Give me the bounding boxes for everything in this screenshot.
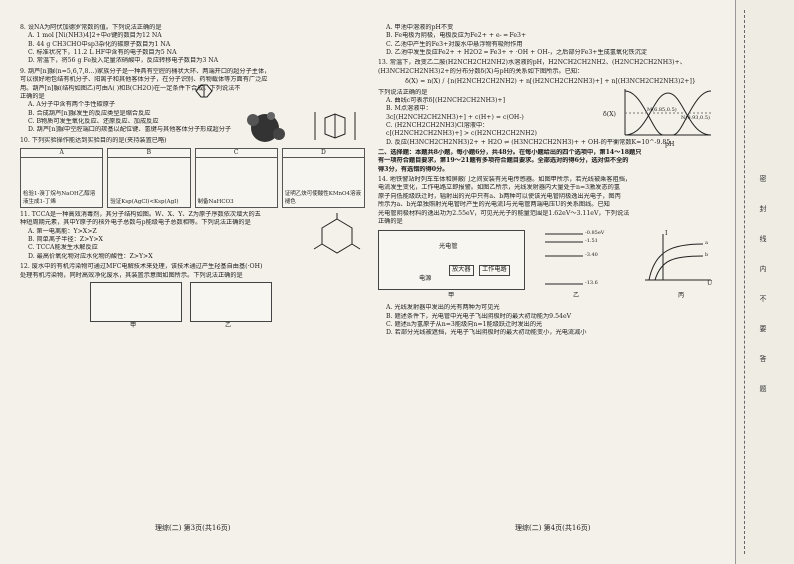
- option-c: C. B物质可发生氧化反应、还原反应、加成反应: [28, 117, 159, 125]
- question-11: 11. TCCA是一种高效消毒剂，其分子结构如图。W、X、Y、Z为原子序数依次增…: [20, 211, 365, 261]
- option-c-detail: c[(H2NCH2CH2NH3)+] > c(H2NCH2CH2NH2): [386, 130, 537, 138]
- question-stem: 14. 地铁警站时列车车体和屏蔽门之间安装有光电传感器。如图甲所示，若光线被乘客…: [378, 176, 632, 184]
- question-stem: 处理有机污染物，同时高效净化废水，其装置示意图如图所示。下列说法正确的是: [20, 271, 243, 279]
- question-stem: (H3NCH2CH2NH3)2+的分布分数δ(X)与pH的关系如下图所示。已知：: [378, 67, 584, 75]
- option-d: D. 反应(H3NCH2CH2NH3)2+ + H2O ⇌ (H3NCH2CH2…: [386, 138, 671, 146]
- graph-x-label: pH: [665, 141, 675, 149]
- distribution-formula: δ(X) = n(X) / {n(H2NCH2CH2NH2) + n[(H2NC…: [405, 78, 696, 86]
- left-page: 8. 设NA为阿伏加德罗常数的值。下列说法正确的是 A. 1 mol [Ni(N…: [20, 22, 365, 542]
- option-c: C. 标准状况下，11.2 L HF中含有的电子数目为5 NA: [28, 49, 177, 57]
- question-stem: 12. 废水中的有机污染物可通过MFC电解技术来处理，该技术通过产生羟基自由基(…: [20, 263, 263, 271]
- figure-label-jia: 甲: [448, 292, 455, 300]
- option-c: C. 题述n为氢原子从n=3能级向n=1能级跃迁时发出的光: [386, 320, 543, 328]
- sensor-circuit-diagram: 光电管 放大器 工作电路 电源: [378, 230, 525, 291]
- page-footer: 理综(二) 第4页(共16页): [515, 524, 591, 532]
- question-stem: 13. 常温下，改变乙二胺(H2NCH2CH2NH2)水溶液的pH，H2NCH2…: [378, 59, 686, 67]
- question-14: 14. 地铁警站时列车车体和屏蔽门之间安装有光电传感器。如图甲所示，若光线被乘客…: [378, 176, 723, 338]
- graph-y-label: δ(X): [603, 111, 616, 119]
- question-stem: 电流发生变化，工作电路立即报警。如图乙所示，光线发射器内大量处于n=3激发态的氢: [378, 184, 621, 192]
- figure-label-jia: 甲: [130, 321, 137, 329]
- question-stem: 用。葫芦[n]脲(结构如图乙)可由A( )和B(CH2O)在一定条件下合成。下列…: [20, 84, 241, 92]
- power-label: 电源: [419, 275, 432, 283]
- experiment-a: A 检验1-溴丁烷与NaOH乙醇溶液生成1-丁烯: [20, 148, 104, 209]
- experiment-d: D 证明乙炔可使酸性KMnO4溶液褪色: [281, 148, 365, 209]
- question-stem: 可以很好地包结有机分子、阳离子和其他客体分子，在分子识别、药物载体等方面有广泛应: [20, 76, 268, 84]
- tcca-structure-figure: [313, 213, 361, 254]
- option-a: A. 光线发射器中发出的光有两种为可见光: [386, 304, 500, 312]
- experiment-c: C 制备NaHCO3: [194, 148, 278, 209]
- question-10: 10. 下列实验操作能达到实验目的的是(夹持装置已略) A 检验1-溴丁烷与Na…: [20, 136, 365, 209]
- iv-graph: I U a b: [643, 230, 718, 288]
- question-stem: 原子向低能级跃迁时，辐射出的光中只有a、b两种可以使该光电管阴极逸出光电子，图丙: [378, 192, 621, 200]
- option-a: A. A分子中含有两个手性碳原子: [28, 101, 116, 109]
- binding-dashed-line: [744, 10, 745, 554]
- option-b: B. 简单离子半径：Z>Y>X: [28, 236, 103, 244]
- option-a: A. 甲池中溶液的pH不变: [386, 24, 454, 31]
- figure-label-yi: 乙: [573, 292, 580, 300]
- energy-level-diagram: -0.85eV -1.51 -3.40 -13.6: [545, 230, 605, 287]
- option-b: B. 44 g CH3CHO中sp3杂化的碳原子数目为1 NA: [28, 40, 171, 48]
- question-stem: 所示为a、b光单独照射光电管时产生的光电流I与光电管两端电压U的关系图线。已知: [378, 201, 610, 209]
- right-page: A. 甲池中溶液的pH不变 B. Fe电极为阴极，电极反应为Fe2+ + e- …: [378, 22, 723, 542]
- option-a: A. 曲线c可表示δ[(H2NCH2CH2NH3)+]: [386, 96, 505, 104]
- question-stem: 光电管阴极材料的逸出功为2.55eV，可见光光子的能量范围是1.62eV～3.1…: [378, 209, 630, 217]
- option-b-detail: 3c[(H2NCH2CH2NH3)+] + c(H+) = c(OH-): [386, 113, 524, 121]
- option-b: B. 题述条件下，光电管中光电子飞出阴极时的最大初动能为9.54eV: [386, 312, 572, 320]
- question-stem: 正确的是: [20, 92, 45, 100]
- cucurbituril-structure-figure: [314, 111, 356, 140]
- option-d: D. 葫芦[n]脲中空腔端口的羰基以配位键、氢键与其他客体分子形成超分子: [28, 126, 232, 134]
- distribution-curves: [624, 89, 712, 136]
- amplifier-label: 放大器: [449, 265, 474, 276]
- binding-strip: 密 封 线 内 不 要 答 题: [735, 0, 794, 564]
- question-8: 8. 设NA为阿伏加德罗常数的值。下列说法正确的是 A. 1 mol [Ni(N…: [20, 24, 365, 66]
- question-stem: 9. 葫芦[n]脲(n=5,6,7,8…)家族分子是一种具有空腔的桶状大环、两端…: [20, 67, 271, 75]
- option-d: D. 最高价氧化物对应水化物的酸性：Z>Y>X: [28, 252, 153, 260]
- distribution-graph: δ(X) M(6.85,0.5) N(9.93,0.5) pH: [603, 87, 718, 149]
- question-stem: 8. 设NA为阿伏加德罗常数的值。下列说法正确的是: [20, 24, 162, 31]
- option-c: C. TCCA能发生水解反应: [28, 244, 98, 252]
- option-d: D. 若部分光线被遮挡，光电子飞出阴极时的最大初动能变小，光电流减小: [386, 329, 587, 337]
- work-circuit-label: 工作电路: [479, 265, 510, 276]
- option-b: B. M点溶液中：: [386, 105, 432, 113]
- option-a: A. 1 mol [Ni(NH3)4]2+中σ键的数目为12 NA: [28, 32, 162, 40]
- question-stem: 10. 下列实验操作能达到实验目的的是(夹持装置已略): [20, 136, 167, 144]
- option-a: A. 第一电离能：Y>X>Z: [28, 227, 97, 235]
- option-d: D. 乙池中发生反应Fe2+ + H2O2 ═ Fe3+ + ·OH + OH-…: [386, 49, 647, 57]
- page-footer: 理综(二) 第3页(共16页): [155, 524, 231, 532]
- section-2-heading: 二、选择题：本题共8小题，每小题6分，共48分。在每小题给出的四个选项中，第14…: [378, 149, 642, 173]
- cucurbituril-model-figure: [247, 111, 285, 142]
- option-d: D. 常温下，将56 g Fe投入足量浓硝酸中，反应转移电子数目为3 NA: [28, 57, 219, 65]
- point-m-label: M(6.85,0.5): [647, 107, 677, 114]
- figure-label-bing: 丙: [678, 292, 685, 300]
- question-12-options: A. 甲池中溶液的pH不变 B. Fe电极为阴极，电极反应为Fe2+ + e- …: [378, 24, 723, 57]
- question-stem: 种短周期元素，其中Y原子的核外电子总数与p能级电子总数相等。下列说法正确的是: [20, 219, 251, 227]
- molecule-a-icon: [195, 84, 213, 98]
- option-c: C. (H2NCH2CH2NH3)Cl溶液中：: [386, 121, 489, 129]
- phototube-label: 光电管: [439, 243, 458, 251]
- question-13: 13. 常温下，改变乙二胺(H2NCH2CH2NH2)水溶液的pH，H2NCH2…: [378, 59, 723, 149]
- question-stem: 11. TCCA是一种高效消毒剂，其分子结构如图。W、X、Y、Z为原子序数依次增…: [20, 211, 261, 219]
- experiment-table: A 检验1-溴丁烷与NaOH乙醇溶液生成1-丁烯 B 验证Ksp(AgCl)<K…: [20, 148, 365, 209]
- question-stem: 下列说法正确的是: [378, 88, 428, 96]
- point-n-label: N(9.93,0.5): [681, 115, 710, 122]
- question-12: 12. 废水中的有机污染物可通过MFC电解技术来处理，该技术通过产生羟基自由基(…: [20, 263, 365, 332]
- question-9: 9. 葫芦[n]脲(n=5,6,7,8…)家族分子是一种具有空腔的桶状大环、两端…: [20, 67, 365, 155]
- option-b: B. 合成葫芦[n]脲发生的反应类型是缩合反应: [28, 109, 151, 117]
- experiment-b: B 验证Ksp(AgCl)<Ksp(AgI): [107, 148, 191, 209]
- question-stem: 正确的是: [378, 217, 403, 225]
- electrolysis-cell-diagram: [190, 281, 272, 322]
- q14-figures: 光电管 放大器 工作电路 电源 甲 -0.85eV -1.51 -3.40 -1…: [378, 228, 723, 302]
- option-c: C. 乙池中产生的Fe3+对废水中悬浮物有吸附作用: [386, 40, 523, 48]
- option-b: B. Fe电极为阴极，电极反应为Fe2+ + e- ═ Fe3+: [386, 32, 527, 40]
- mfc-cell-diagram: [90, 281, 182, 322]
- figure-label-yi: 乙: [225, 321, 232, 329]
